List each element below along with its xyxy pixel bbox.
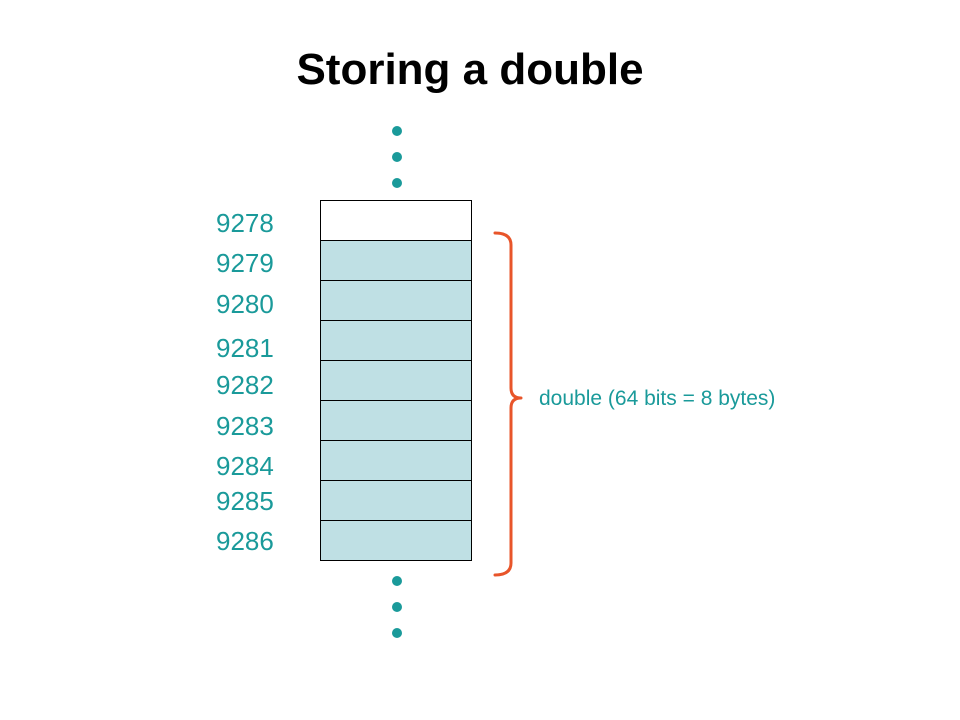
address-label-9281: 9281 xyxy=(216,333,274,363)
address-label-9285: 9285 xyxy=(216,486,274,516)
ellipsis-dot-bottom-1 xyxy=(392,576,402,586)
ellipsis-dot-bottom-3 xyxy=(392,628,402,638)
ellipsis-dot-top-1 xyxy=(392,126,402,136)
memory-cell-9278 xyxy=(320,200,472,241)
memory-cell-9281 xyxy=(320,320,472,361)
ellipsis-dot-top-3 xyxy=(392,178,402,188)
address-label-9286: 9286 xyxy=(216,526,274,556)
address-label-9280: 9280 xyxy=(216,289,274,319)
memory-cell-9284 xyxy=(320,440,472,481)
memory-cell-9285 xyxy=(320,480,472,521)
brace-label: double (64 bits = 8 bytes) xyxy=(539,387,776,410)
page-title: Storing a double xyxy=(296,45,644,94)
ellipsis-dot-top-2 xyxy=(392,152,402,162)
address-label-9279: 9279 xyxy=(216,248,274,278)
memory-cell-9286 xyxy=(320,520,472,561)
address-label-9282: 9282 xyxy=(216,370,274,400)
address-label-9283: 9283 xyxy=(216,411,274,441)
memory-cell-9279 xyxy=(320,240,472,281)
ellipsis-dot-bottom-2 xyxy=(392,602,402,612)
address-label-9284: 9284 xyxy=(216,451,274,481)
address-label-9278: 9278 xyxy=(216,208,274,238)
